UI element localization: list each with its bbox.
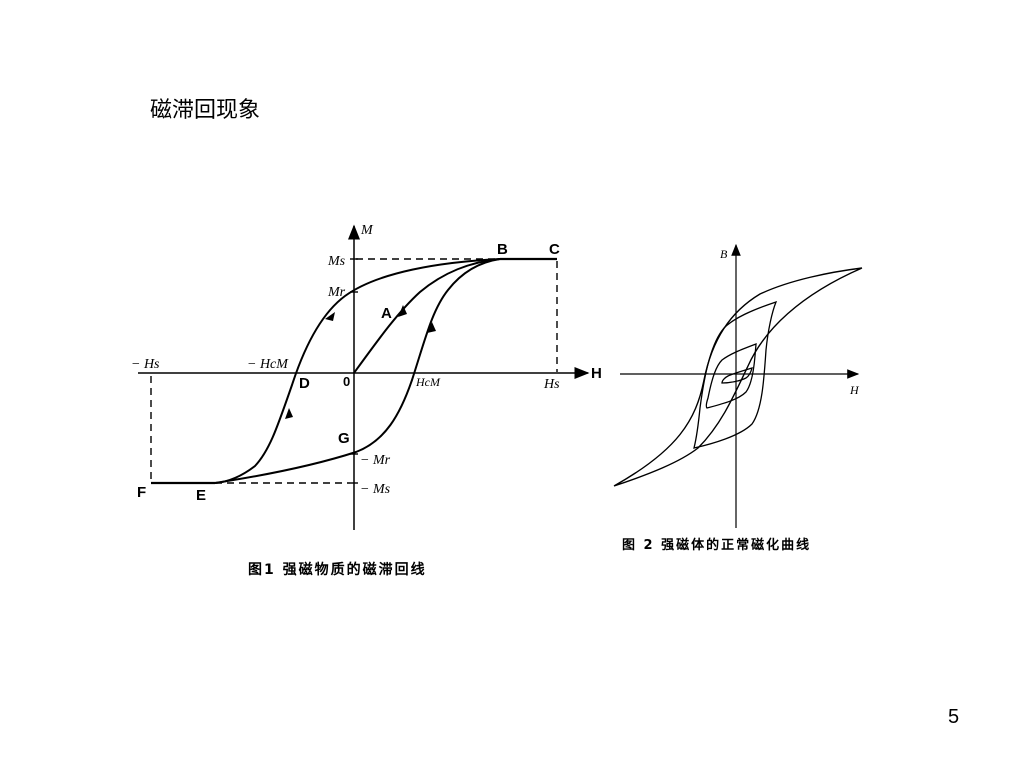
fig1-label-origin: 0 [343,374,350,389]
figure2-labels: B H 图 2 强磁体的正常磁化曲线 [622,247,860,553]
fig1-label-axis-m: M [360,223,374,238]
fig2-innermost-loop [721,367,753,384]
slide-title: 磁滞回现象 [150,98,261,123]
fig2-label-axis-h: H [849,383,860,397]
figure2-magnetization-curves [613,243,863,528]
fig1-point-b: B [497,241,508,258]
fig1-descending-branch [214,258,501,484]
fig1-point-f: F [137,484,146,501]
fig1-point-e: E [196,487,206,504]
page-number: 5 [948,706,960,728]
fig1-point-g: G [338,430,350,447]
fig1-initial-curve [353,258,501,374]
fig1-label-axis-h: H [591,365,602,382]
fig1-point-c: C [549,241,560,258]
fig1-label-hs: Hs [543,377,560,392]
figure1-labels: M H Ms Mr − Hs − HcM 0 HcM Hs − Mr − Ms … [131,223,602,578]
fig2-outer-loop [613,267,863,487]
fig1-label-hcm: HcM [415,375,441,389]
fig2-middle-loop [693,300,778,449]
fig1-label-mr-top: Mr [327,285,346,300]
fig1-caption: 图1 强磁物质的磁滞回线 [248,561,427,578]
fig1-ascending-branch [214,258,501,484]
fig1-label-neg-hcm: − HcM [247,357,289,372]
fig1-direction-arrows [285,305,436,419]
fig1-label-ms-top: Ms [327,254,346,269]
fig1-label-neg-mr: − Mr [360,453,391,468]
fig1-label-neg-ms: − Ms [360,482,391,497]
fig2-caption: 图 2 强磁体的正常磁化曲线 [622,537,811,553]
fig1-label-neg-hs: − Hs [131,357,160,372]
fig1-dashed-guides [150,258,558,484]
fig2-label-axis-b: B [720,247,728,261]
fig1-point-a: A [381,305,392,322]
fig1-ticks [350,258,358,484]
fig1-point-d: D [299,375,310,392]
figure1-hysteresis-loop [138,224,590,530]
fig2-inner-loop [705,343,757,409]
